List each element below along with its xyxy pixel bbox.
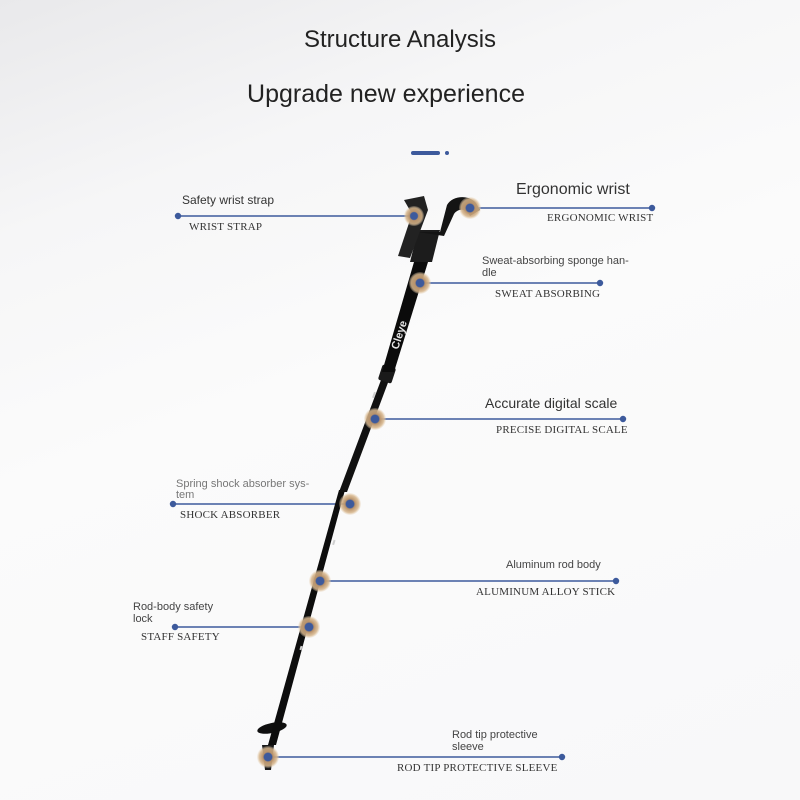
marker-wrist-strap bbox=[404, 206, 424, 226]
sweat-title-line1: Sweat-absorbing sponge han- bbox=[482, 255, 629, 267]
rod-title: Aluminum rod body bbox=[506, 559, 601, 571]
pole-middle-section bbox=[339, 372, 392, 492]
tip-title-line1: Rod tip protective bbox=[452, 729, 538, 741]
marker-tip bbox=[257, 746, 279, 768]
callout-end-scale bbox=[619, 415, 627, 423]
page-subtitle: Upgrade new experience bbox=[247, 80, 525, 108]
highlight-markers bbox=[257, 197, 481, 768]
wrist-strap-title: Safety wrist strap bbox=[182, 193, 275, 207]
tip-caption: ROD TIP PROTECTIVE SLEEVE bbox=[397, 762, 558, 774]
marker-ergonomic bbox=[459, 197, 481, 219]
marker-shock bbox=[339, 493, 361, 515]
shock-caption: SHOCK ABSORBER bbox=[180, 509, 281, 521]
sweat-caption: SWEAT ABSORBING bbox=[495, 288, 601, 300]
shock-title-line1: Spring shock absorber sys- bbox=[176, 478, 310, 490]
shock-title-line2: tem bbox=[176, 489, 195, 501]
wrist-strap-caption: WRIST STRAP bbox=[189, 221, 263, 233]
callout-end-rod bbox=[612, 577, 620, 585]
callout-end-shock bbox=[169, 500, 177, 508]
page-title: Structure Analysis bbox=[303, 26, 497, 53]
marker-lock bbox=[298, 616, 320, 638]
brand-label: Cleye bbox=[389, 319, 409, 351]
marker-rod bbox=[309, 570, 331, 592]
ergonomic-caption: ERGONOMIC WRIST bbox=[547, 212, 654, 224]
accent-dot bbox=[445, 151, 449, 155]
sweat-title-line2: dle bbox=[482, 267, 497, 279]
lock-title-line2: lock bbox=[133, 613, 153, 625]
ergonomic-title: Ergonomic wrist bbox=[516, 181, 630, 198]
callout-end-tip bbox=[558, 753, 566, 761]
callout-end-lock bbox=[171, 623, 179, 631]
lock-caption: STAFF SAFETY bbox=[141, 631, 220, 643]
rod-caption: ALUMINUM ALLOY STICK bbox=[476, 586, 616, 598]
scale-caption: PRECISE DIGITAL SCALE bbox=[496, 424, 628, 436]
lock-title-line1: Rod-body safety bbox=[133, 601, 214, 613]
callout-end-wrist-strap bbox=[174, 212, 182, 220]
marker-scale bbox=[364, 408, 386, 430]
callout-end-sweat bbox=[596, 279, 604, 287]
scale-title: Accurate digital scale bbox=[485, 395, 618, 411]
callout-end-ergonomic bbox=[648, 204, 656, 212]
accent-dash bbox=[411, 151, 440, 155]
marker-sweat bbox=[409, 272, 431, 294]
tip-title-line2: sleeve bbox=[452, 741, 484, 753]
